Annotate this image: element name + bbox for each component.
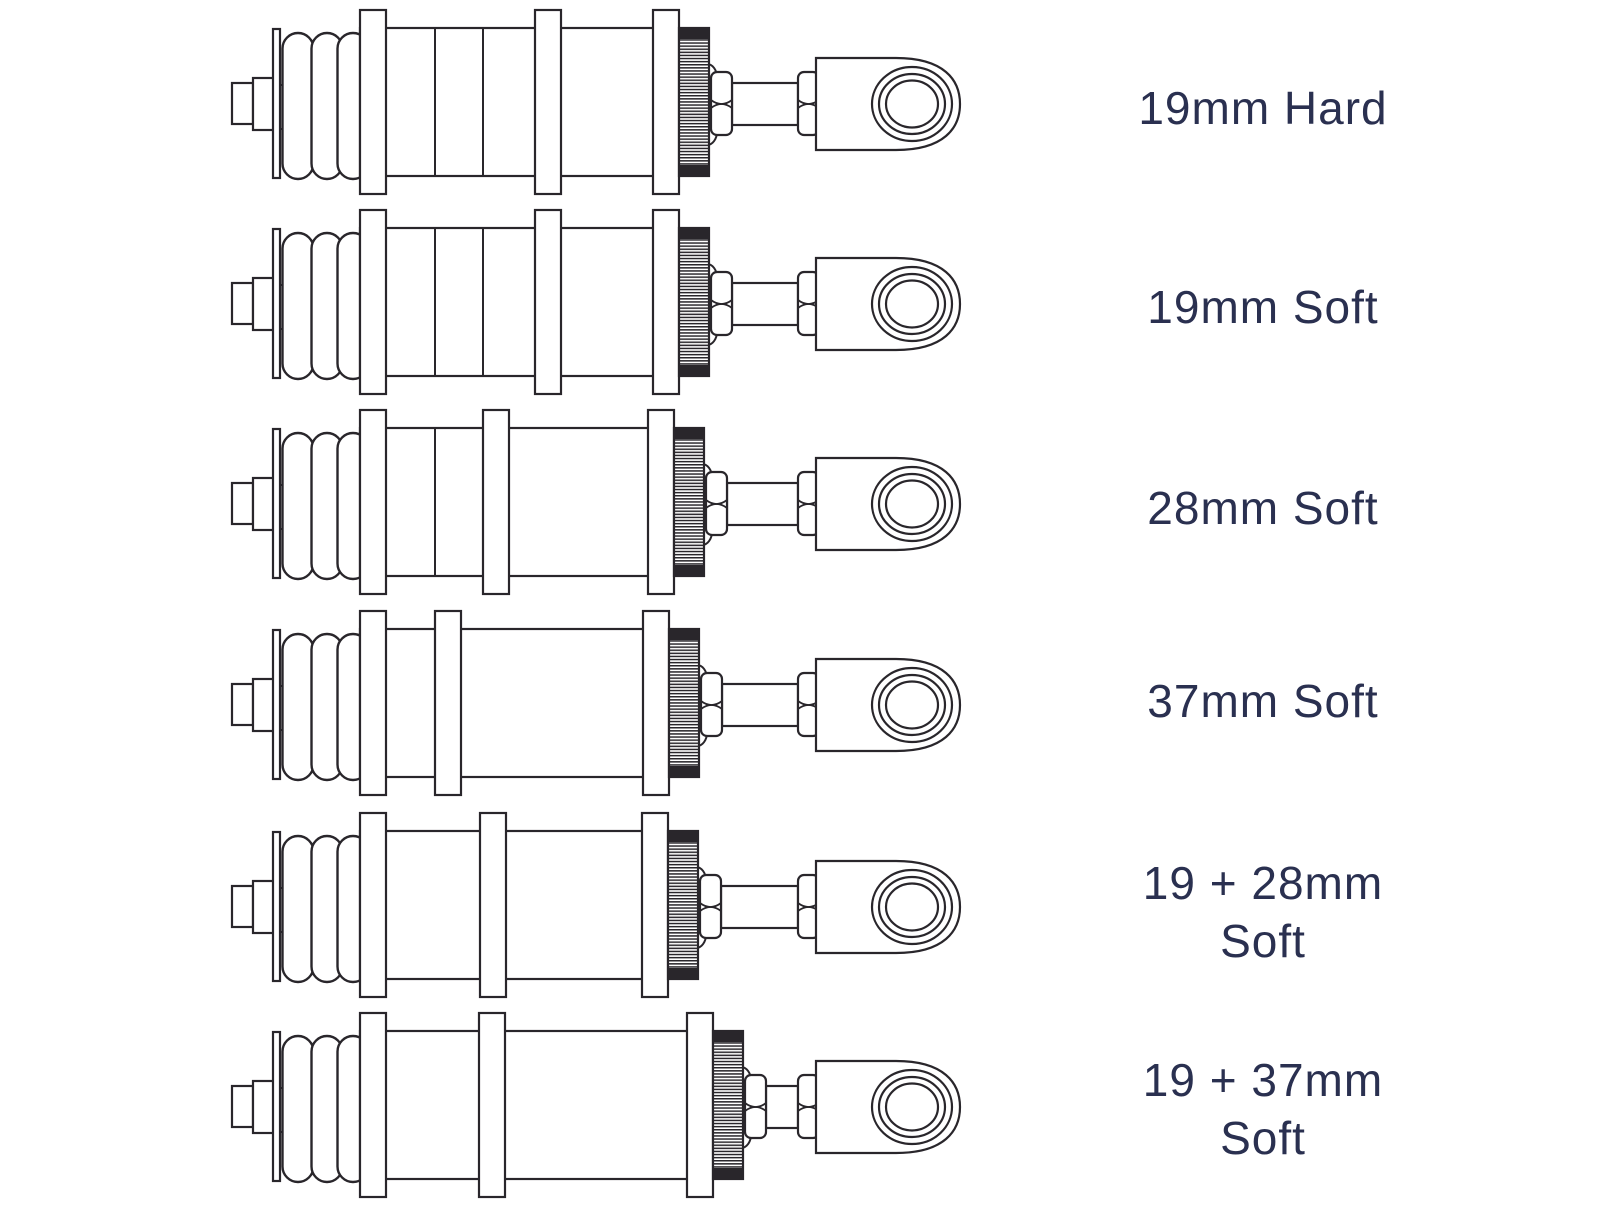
shock-body bbox=[358, 609, 671, 797]
damper-drawing-19-plus-28mm-soft bbox=[230, 811, 962, 999]
shock-body bbox=[358, 208, 681, 396]
shock-shaft bbox=[719, 884, 800, 930]
mount-stub bbox=[230, 879, 277, 935]
damper-drawing-28mm-soft bbox=[230, 408, 962, 596]
hex-nut-inner bbox=[698, 873, 723, 940]
shock-body bbox=[358, 1011, 715, 1199]
eyelet-end bbox=[814, 456, 962, 552]
row-label-19mm-soft: 19mm Soft bbox=[1063, 278, 1463, 336]
eyelet-end bbox=[814, 56, 962, 152]
damper-drawing-19-plus-37mm-soft bbox=[230, 1011, 962, 1199]
shock-shaft bbox=[725, 481, 800, 527]
label-line: 19mm Soft bbox=[1147, 281, 1379, 333]
label-line: 28mm Soft bbox=[1147, 482, 1379, 534]
coil-spring bbox=[271, 1030, 374, 1184]
shock-shaft bbox=[720, 682, 800, 728]
row-label-19mm-hard: 19mm Hard bbox=[1063, 79, 1463, 137]
hex-nut-inner bbox=[709, 270, 734, 337]
label-line: 19mm Hard bbox=[1138, 82, 1388, 134]
shock-body bbox=[358, 811, 670, 999]
damper-drawing-19mm-soft bbox=[230, 208, 962, 396]
eyelet-end bbox=[814, 1059, 962, 1155]
hex-nut-inner bbox=[709, 70, 734, 137]
row-label-37mm-soft: 37mm Soft bbox=[1063, 672, 1463, 730]
label-line: 37mm Soft bbox=[1147, 675, 1379, 727]
mount-stub bbox=[230, 276, 277, 332]
shock-shaft bbox=[764, 1084, 800, 1130]
eyelet-end bbox=[814, 859, 962, 955]
coil-spring bbox=[271, 628, 374, 782]
coil-spring bbox=[271, 227, 374, 381]
label-line: 19 + 28mm bbox=[1142, 857, 1384, 909]
damper-drawing-37mm-soft bbox=[230, 609, 962, 797]
hex-nut-inner bbox=[699, 671, 724, 738]
coil-spring bbox=[271, 427, 374, 581]
row-label-28mm-soft: 28mm Soft bbox=[1063, 479, 1463, 537]
coil-spring bbox=[271, 830, 374, 984]
shock-shaft bbox=[730, 81, 800, 127]
hex-nut-inner bbox=[704, 470, 729, 537]
label-line: Soft bbox=[1220, 915, 1306, 967]
mount-stub bbox=[230, 76, 277, 132]
mount-stub bbox=[230, 476, 277, 532]
coil-spring bbox=[271, 27, 374, 181]
mount-stub bbox=[230, 1079, 277, 1135]
label-line: Soft bbox=[1220, 1112, 1306, 1164]
damper-drawing-19mm-hard bbox=[230, 8, 962, 196]
label-line: 19 + 37mm bbox=[1142, 1054, 1384, 1106]
shock-body bbox=[358, 408, 676, 596]
eyelet-end bbox=[814, 256, 962, 352]
eyelet-end bbox=[814, 657, 962, 753]
preload-adjuster-ring bbox=[677, 26, 718, 178]
mount-stub bbox=[230, 677, 277, 733]
hex-nut-inner bbox=[743, 1073, 768, 1140]
shock-body bbox=[358, 8, 681, 196]
shock-shaft bbox=[730, 281, 800, 327]
